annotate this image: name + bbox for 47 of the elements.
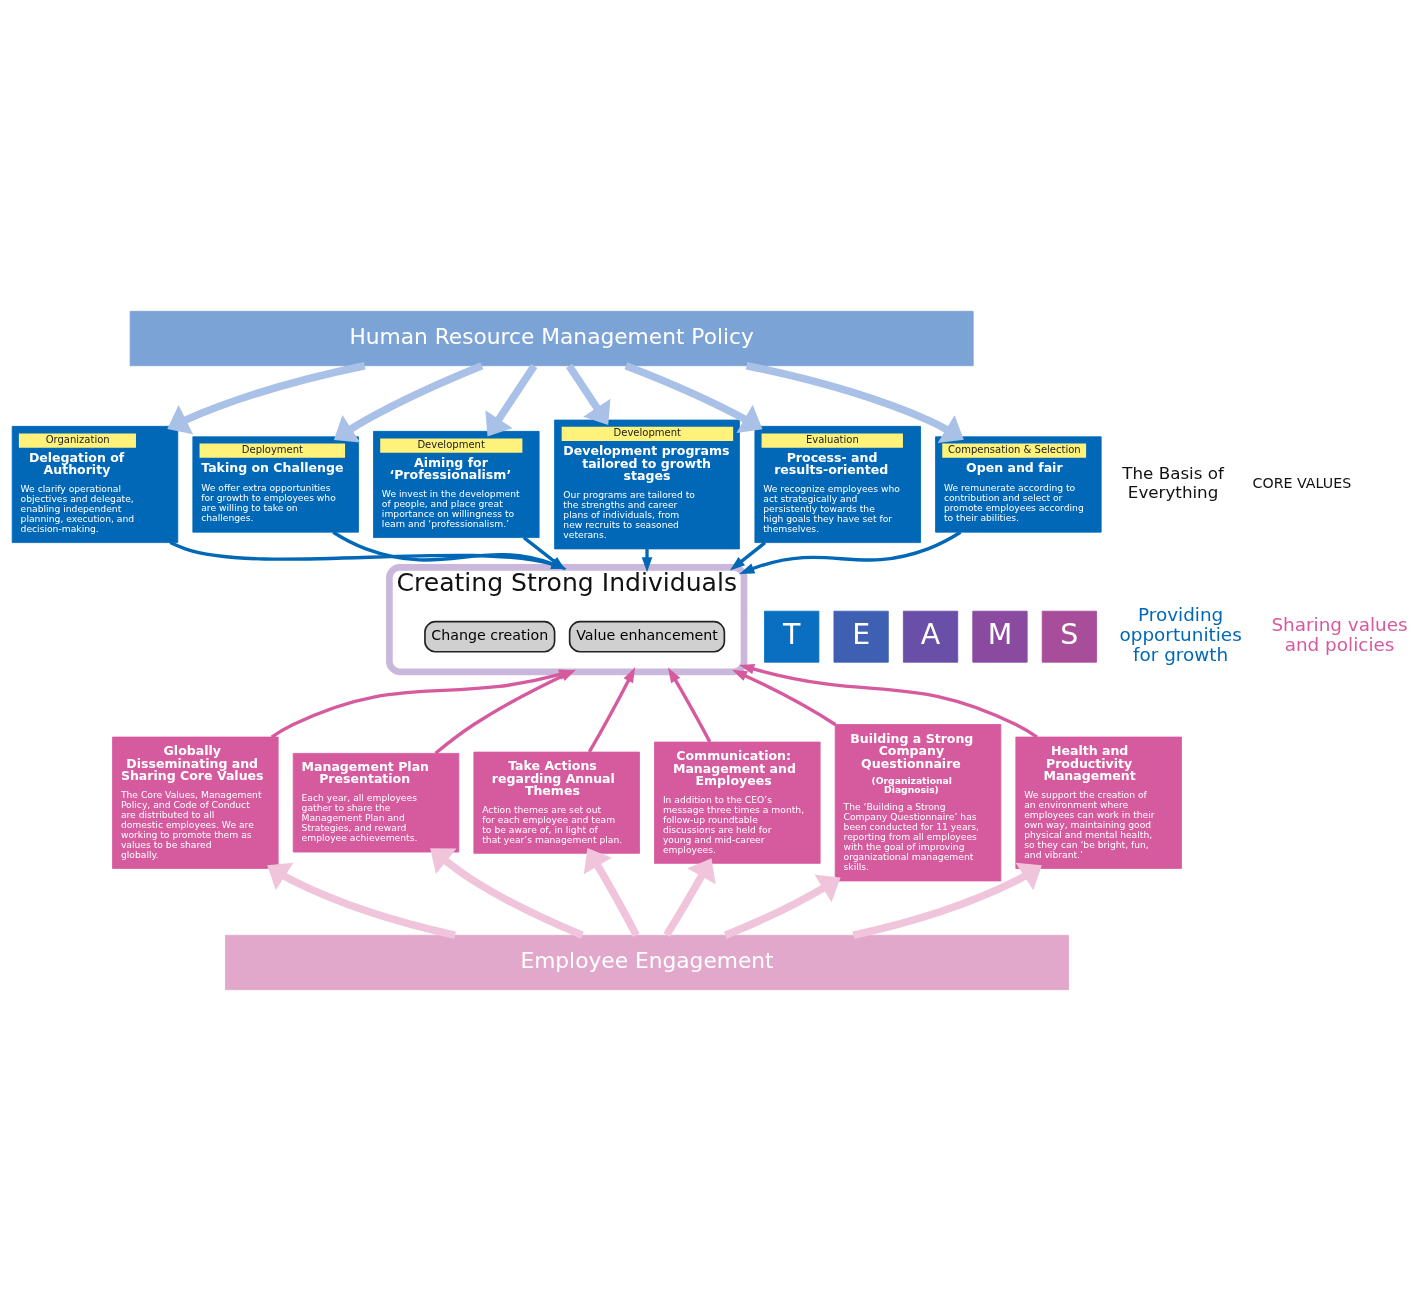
node-box: E bbox=[833, 610, 889, 663]
node-box: Development Aiming for ‘Professionalism’ We invest in the development of people, and place great importance on willingness to learn and ‘professionalism.’ bbox=[373, 430, 540, 538]
node-box: Evaluation Process- and results-oriented We recognize employees who act strategically and persistently towards the high goals they have set for themselves. bbox=[754, 425, 921, 543]
node-box: A bbox=[902, 610, 959, 663]
arrow bbox=[745, 361, 964, 443]
arrow bbox=[485, 363, 538, 436]
node-box: Communication: Management and Employees In addition to the CEO’s message three times a month, follow-up roundtable discussions are held for young and mid-career employees. bbox=[654, 741, 821, 864]
node-box: Change creation bbox=[424, 620, 556, 653]
arrow bbox=[663, 857, 716, 937]
node-box: Health and Productivity Management We support the creation of an environment where employees can work in their own way, maintaining good physical and mental health, so they can ‘be bright, fun, and vibrant.’ bbox=[1015, 736, 1182, 869]
node-box: T bbox=[764, 610, 820, 663]
node-box: Employee Engagement bbox=[225, 934, 1069, 990]
arrow bbox=[583, 847, 640, 937]
node-box: Organization Delegation of Authority We clarify operational objectives and delegate, enabling independent planning, execution, and decision-making. bbox=[11, 425, 179, 543]
node-box: Development Development programs tailored to growth stages Our programs are tailored to the strengths and career plans of individuals, from new recruits to seasoned veterans. bbox=[554, 419, 740, 549]
arrow bbox=[169, 540, 567, 569]
arrow bbox=[566, 363, 611, 425]
node-box: Value enhancement bbox=[568, 620, 726, 653]
node-box: M bbox=[972, 610, 1028, 663]
arrow bbox=[739, 530, 962, 574]
arrow bbox=[430, 847, 584, 939]
arrow bbox=[167, 361, 366, 434]
arrow bbox=[332, 530, 567, 569]
node-box: S bbox=[1041, 610, 1097, 663]
arrow bbox=[267, 862, 456, 939]
node-box: Human Resource Management Policy bbox=[129, 310, 974, 366]
label: CORE VALUES bbox=[1252, 474, 1352, 491]
arrow bbox=[667, 666, 712, 743]
label: Sharing values and policies bbox=[1271, 613, 1408, 655]
arrow bbox=[729, 540, 767, 570]
arrow bbox=[624, 361, 763, 433]
node-box: Management Plan Presentation Each year, all employees gather to share the Management Plan and Strategies, and reward employee achievements. bbox=[292, 752, 460, 852]
arrow bbox=[587, 666, 636, 753]
node-box: Building a Strong Company Questionnaire (Organizational Diagnosis) The ‘Building a Strong Company Questionnaire’ has been conducted for 11 years, reporting from all employees with the goal of improving organizational management skills. bbox=[834, 723, 1002, 881]
node-box: Deployment Taking on Challenge We offer extra opportunities for growth to employees who are willing to take on challenges. bbox=[192, 435, 359, 533]
arrow bbox=[739, 663, 1038, 738]
node-box: Globally Disseminating and Sharing Core Values The Core Values, Management Policy, and Code of Conduct are distributed to all domestic employees. We are working to promote them as values to be shared globally. bbox=[112, 736, 279, 869]
arrow bbox=[333, 361, 484, 442]
label: The Basis of Everything bbox=[1122, 462, 1224, 502]
label: Providing opportunities for growth bbox=[1119, 603, 1242, 665]
arrow bbox=[522, 535, 566, 570]
arrow bbox=[852, 862, 1042, 939]
node-box: Compensation & Selection Open and fair We remunerate according to contribution and select or promote employees according to their abilities. bbox=[935, 435, 1102, 533]
arrow bbox=[641, 548, 653, 572]
arrow bbox=[732, 669, 837, 726]
arrow bbox=[723, 874, 841, 939]
node-box: Take Actions regarding Annual Themes Action themes are set out for each employee and team to be aware of, in light of that year’s management plan. bbox=[473, 751, 640, 854]
